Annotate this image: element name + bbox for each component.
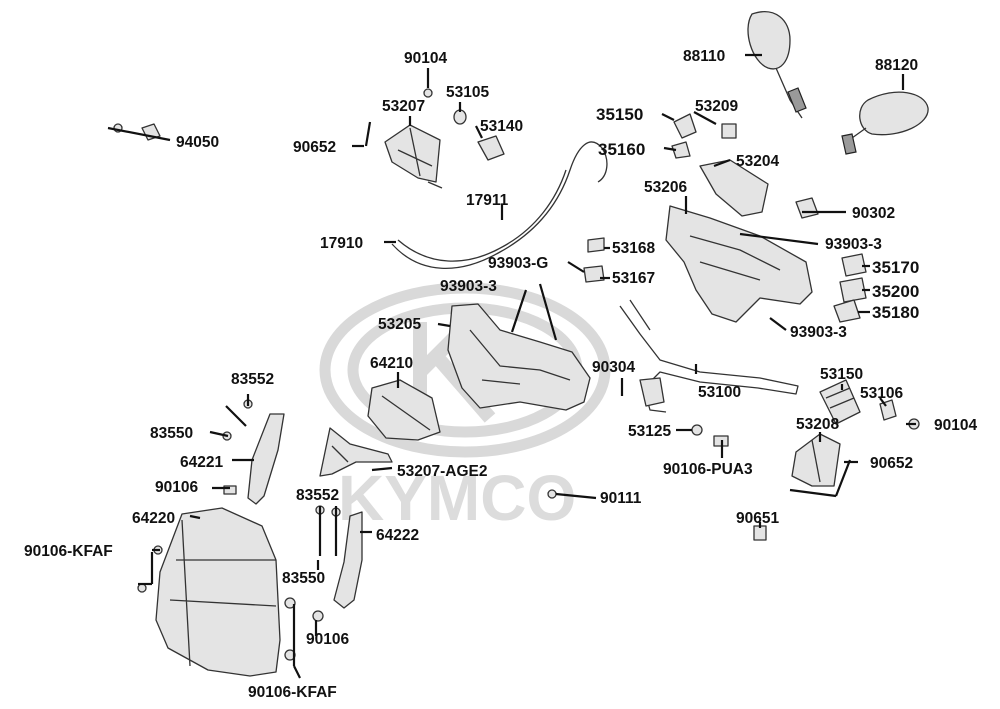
label-53206: 53206 bbox=[644, 179, 687, 196]
mirror-left-part bbox=[747, 11, 807, 119]
label-90106-kfaf-b: 90106-KFAF bbox=[248, 684, 337, 701]
hand-guard-left-part bbox=[384, 124, 443, 189]
label-53140: 53140 bbox=[480, 118, 523, 135]
rear-handle-cover-part bbox=[665, 159, 813, 323]
label-35150: 35150 bbox=[596, 105, 643, 124]
label-35180: 35180 bbox=[872, 303, 919, 322]
label-90106-a: 90106 bbox=[155, 479, 198, 496]
label-93903-3-a: 93903-3 bbox=[825, 236, 882, 253]
label-35160: 35160 bbox=[598, 140, 645, 159]
label-53150: 53150 bbox=[820, 366, 863, 383]
label-53204: 53204 bbox=[736, 153, 779, 170]
label-64210: 64210 bbox=[370, 355, 413, 372]
label-64220: 64220 bbox=[132, 510, 175, 527]
label-90111: 90111 bbox=[600, 490, 642, 507]
label-90302: 90302 bbox=[852, 205, 895, 222]
label-53168: 53168 bbox=[612, 240, 655, 257]
switches-part bbox=[795, 197, 867, 323]
label-90652: 90652 bbox=[293, 139, 336, 156]
label-83552-a: 83552 bbox=[231, 371, 274, 388]
handlebar-part bbox=[619, 299, 799, 413]
label-64221: 64221 bbox=[180, 454, 223, 471]
label-88120: 88120 bbox=[875, 57, 918, 74]
label-93903-3-c: 93903-3 bbox=[790, 324, 847, 341]
label-53100: 53100 bbox=[698, 384, 741, 401]
label-90651: 90651 bbox=[736, 510, 779, 527]
front-handle-cover-part bbox=[447, 303, 591, 411]
label-53105: 53105 bbox=[446, 84, 489, 101]
meter-visor-part bbox=[367, 379, 441, 441]
hand-guard-right-part bbox=[791, 433, 841, 487]
label-53205: 53205 bbox=[378, 316, 421, 333]
cover-age2-part bbox=[319, 427, 393, 477]
label-94050: 94050 bbox=[176, 134, 219, 151]
label-53167: 53167 bbox=[612, 270, 655, 287]
label-53106: 53106 bbox=[860, 385, 903, 402]
label-64222: 64222 bbox=[376, 527, 419, 544]
label-53125: 53125 bbox=[628, 423, 671, 440]
windscreen-part bbox=[137, 507, 296, 677]
label-90106-b: 90106 bbox=[306, 631, 349, 648]
label-90106-pua3: 90106-PUA3 bbox=[663, 461, 753, 478]
label-93903-3-b: 93903-3 bbox=[440, 278, 497, 295]
label-90104: 90104 bbox=[404, 50, 447, 67]
label-53207-age2: 53207-AGE2 bbox=[397, 463, 487, 480]
mirror-right-part bbox=[841, 91, 929, 155]
label-53208: 53208 bbox=[796, 416, 839, 433]
small-fasteners-top bbox=[113, 88, 737, 161]
label-17911: 17911 bbox=[466, 192, 509, 209]
throttle-cables-part bbox=[391, 141, 608, 269]
windscreen-bracket-left-part bbox=[222, 399, 285, 505]
label-88110: 88110 bbox=[683, 48, 725, 65]
label-90104-b: 90104 bbox=[934, 417, 977, 434]
label-90652-b: 90652 bbox=[870, 455, 913, 472]
clamps-part bbox=[583, 237, 605, 283]
part-labels: 90104 53105 53207 53140 90652 94050 1791… bbox=[24, 48, 977, 701]
label-53207: 53207 bbox=[382, 98, 425, 115]
label-83550-b: 83550 bbox=[282, 570, 325, 587]
label-35200: 35200 bbox=[872, 282, 919, 301]
label-83550-a: 83550 bbox=[150, 425, 193, 442]
grip-part bbox=[819, 379, 920, 430]
label-35170: 35170 bbox=[872, 258, 919, 277]
label-17910: 17910 bbox=[320, 235, 363, 252]
watermark-text: KYMCO bbox=[338, 462, 576, 534]
label-90304: 90304 bbox=[592, 359, 635, 376]
leader-lines bbox=[107, 53, 916, 679]
label-90106-kfaf-a: 90106-KFAF bbox=[24, 543, 113, 560]
label-93903-g: 93903-G bbox=[488, 255, 548, 272]
bolts-center-part bbox=[547, 424, 767, 541]
label-53209: 53209 bbox=[695, 98, 738, 115]
label-83552-b: 83552 bbox=[296, 487, 339, 504]
